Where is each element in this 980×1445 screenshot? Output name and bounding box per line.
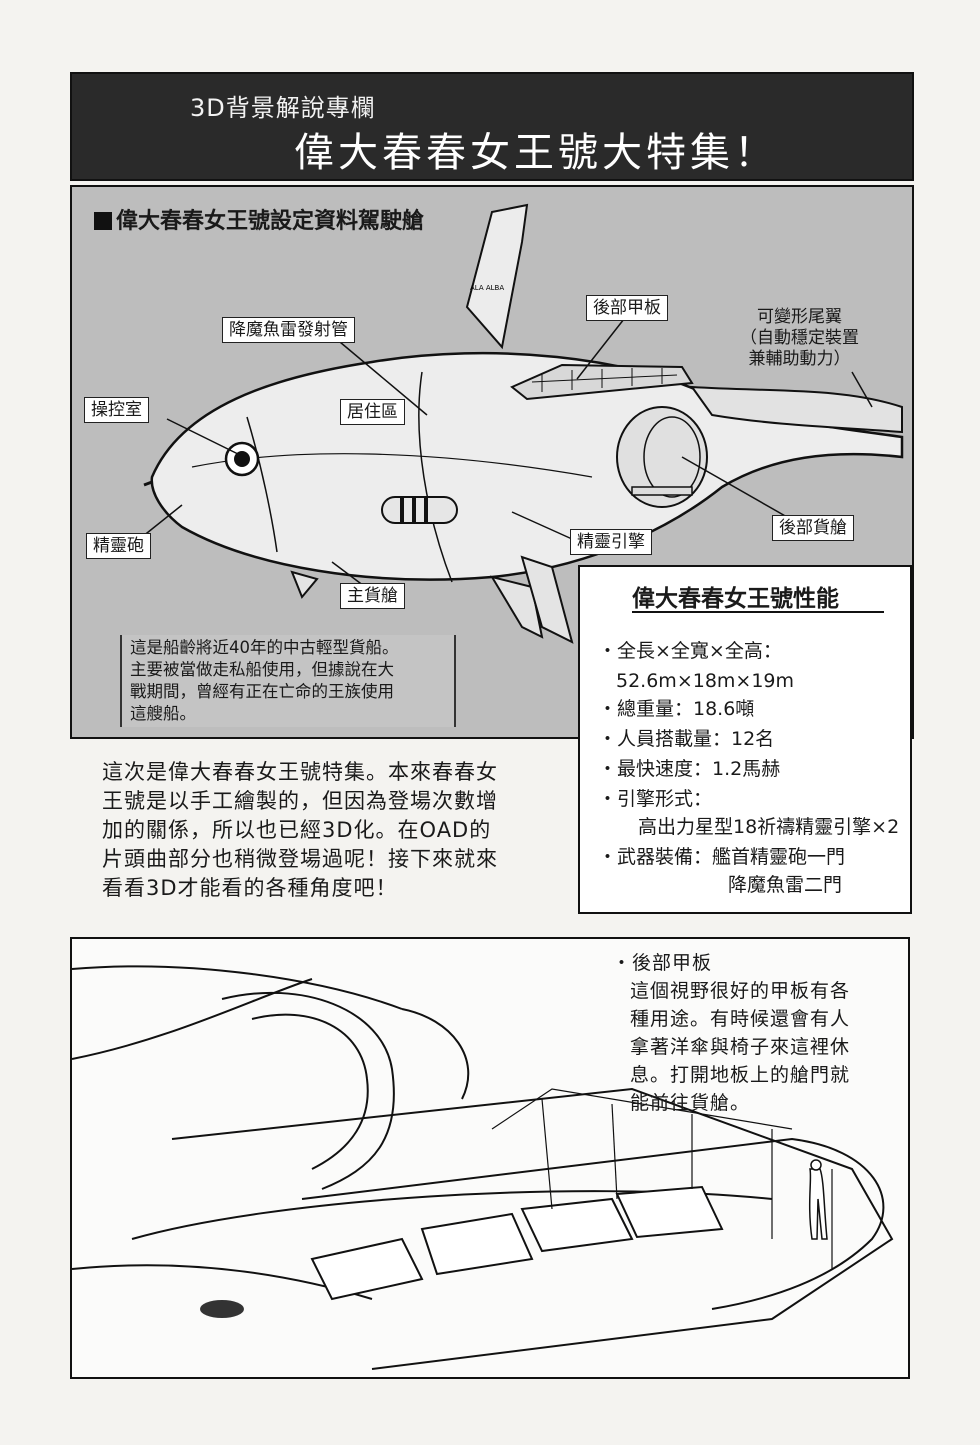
label-variable-tail-line-3: 兼輔助動力）: [748, 349, 851, 369]
section-title: 偉大春春女王號設定資料駕駛艙: [94, 203, 424, 235]
tail-logo-text: ALA ALBA: [470, 284, 504, 292]
spec-line: ・人員搭載量：12名: [598, 728, 775, 750]
section-title-text: 偉大春春女王號設定資料駕駛艙: [116, 209, 425, 234]
spec-line: 降魔魚雷二門: [728, 874, 843, 896]
deck-line: 種用途。有時候還會有人: [630, 1008, 851, 1030]
spec-line: 高出力星型18祈禱精靈引擎×2: [638, 816, 900, 838]
deck-line: 能前往貨艙。: [630, 1092, 751, 1114]
label-variable-tail: 可變形尾翼 （自動穩定裝置 兼輔助動力）: [732, 307, 867, 370]
label-main-cargo: 主貨艙: [340, 583, 405, 609]
spec-line: ・總重量：18.6噸: [598, 698, 755, 720]
deck-illustration: [72, 965, 894, 1370]
ship-illustration: ALA ALBA: [141, 203, 904, 644]
spec-line: ・武器裝備：艦首精靈砲一門: [598, 846, 846, 868]
note-line: 這艘船。: [130, 704, 196, 723]
spec-line: ・全長×全寬×全高：: [598, 640, 782, 662]
label-spirit-engine: 精靈引擎: [570, 529, 652, 555]
deck-line: 這個視野很好的甲板有各: [630, 980, 851, 1002]
label-living-quarters: 居住區: [340, 399, 405, 425]
specs-title: 偉大春春女王號性能: [632, 586, 839, 612]
column-kicker: 3D背景解說專欄: [190, 94, 376, 122]
note-line: 戰期間，曾經有正在亡命的王族使用: [130, 682, 394, 701]
label-cockpit: 操控室: [84, 397, 149, 423]
specs-box: 偉大春春女王號性能 ・全長×全寬×全高： 52.6m×18m×19m ・總重量：…: [578, 565, 912, 914]
page-title: 偉大春春女王號大特集！: [294, 130, 778, 176]
spec-line: ・最快速度：1.2馬赫: [598, 758, 781, 780]
label-rear-cargo: 後部貨艙: [772, 515, 854, 541]
intro-line: 看看3D才能看的各種角度吧！: [102, 876, 398, 900]
specs-title-underline: [632, 611, 884, 613]
aft-deck-description: ・後部甲板 這個視野很好的甲板有各 種用途。有時候還會有人 拿著洋傘與椅子來這裡…: [612, 949, 902, 1117]
intro-text: 這次是偉大春春女王號特集。本來春春女 王號是以手工繪製的，但因為登場次數增 加的…: [102, 758, 552, 903]
note-line: 這是船齡將近40年的中古輕型貨船。: [130, 638, 399, 657]
label-aft-deck: 後部甲板: [586, 295, 668, 321]
intro-line: 這次是偉大春春女王號特集。本來春春女: [102, 760, 498, 784]
label-variable-tail-line-1: 可變形尾翼: [757, 307, 842, 327]
intro-line: 加的關係，所以也已經3D化。在OAD的: [102, 818, 492, 842]
ship-note: 這是船齡將近40年的中古輕型貨船。 主要被當做走私船使用，但據說在大 戰期間，曾…: [120, 635, 456, 727]
header-bar: 3D背景解說專欄 偉大春春女王號大特集！: [70, 72, 914, 181]
aft-deck-panel: ・後部甲板 這個視野很好的甲板有各 種用途。有時候還會有人 拿著洋傘與椅子來這裡…: [70, 937, 910, 1379]
spec-line: ・引擎形式：: [598, 788, 713, 810]
label-variable-tail-line-2: （自動穩定裝置: [740, 328, 859, 348]
spec-line: 52.6m×18m×19m: [616, 670, 795, 692]
intro-line: 王號是以手工繪製的，但因為登場次數增: [102, 789, 498, 813]
ship-diagram-panel: ALA ALBA: [70, 185, 914, 739]
deck-line: 拿著洋傘與椅子來這裡休: [630, 1036, 851, 1058]
square-bullet-icon: [94, 212, 112, 230]
label-spirit-cannon: 精靈砲: [86, 533, 151, 559]
deck-line: ・後部甲板: [612, 952, 713, 974]
deck-line: 息。打開地板上的艙門就: [630, 1064, 851, 1086]
label-torpedo-tubes: 降魔魚雷發射管: [222, 317, 355, 343]
intro-line: 片頭曲部分也稍微登場過呢！接下來就來: [102, 847, 498, 871]
note-line: 主要被當做走私船使用，但據說在大: [130, 660, 394, 679]
